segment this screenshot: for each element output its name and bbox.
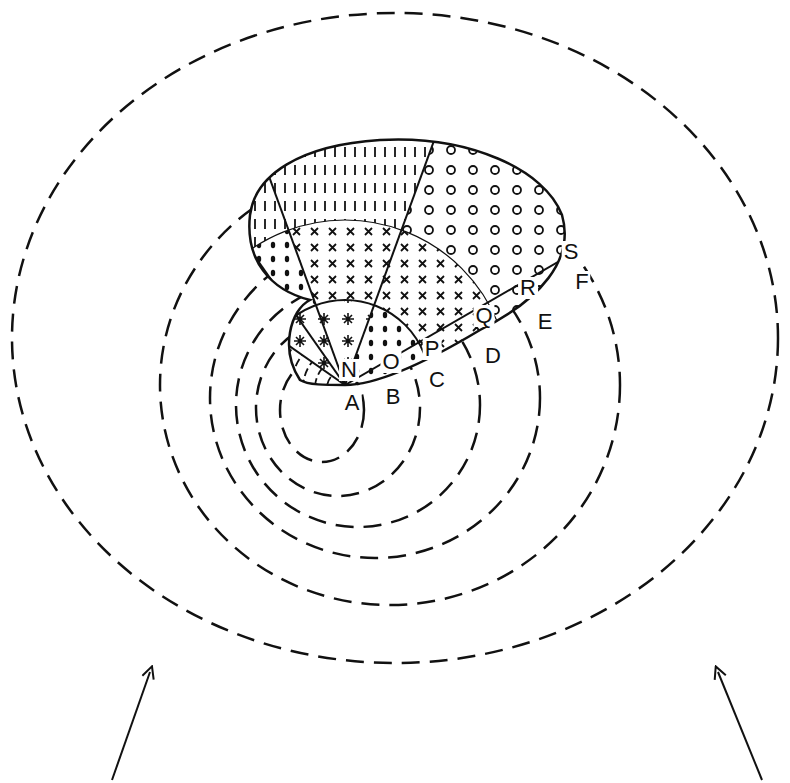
zone-letter: D bbox=[483, 345, 503, 367]
zone-letter: Q bbox=[473, 305, 494, 327]
zone-letter: F bbox=[573, 271, 590, 293]
zone-letter: O bbox=[380, 351, 401, 373]
zone-letter: C bbox=[427, 369, 447, 391]
zone-letter: P bbox=[423, 338, 442, 360]
zone-letter: S bbox=[562, 241, 581, 263]
zone-letter: E bbox=[536, 311, 555, 333]
zone-letter: R bbox=[518, 277, 538, 299]
zone-letter: B bbox=[384, 386, 403, 408]
zone-letter: A bbox=[343, 392, 362, 414]
zone-letter: N bbox=[339, 359, 359, 381]
outcrop-outline bbox=[249, 140, 564, 385]
direction-arrows bbox=[112, 672, 762, 780]
